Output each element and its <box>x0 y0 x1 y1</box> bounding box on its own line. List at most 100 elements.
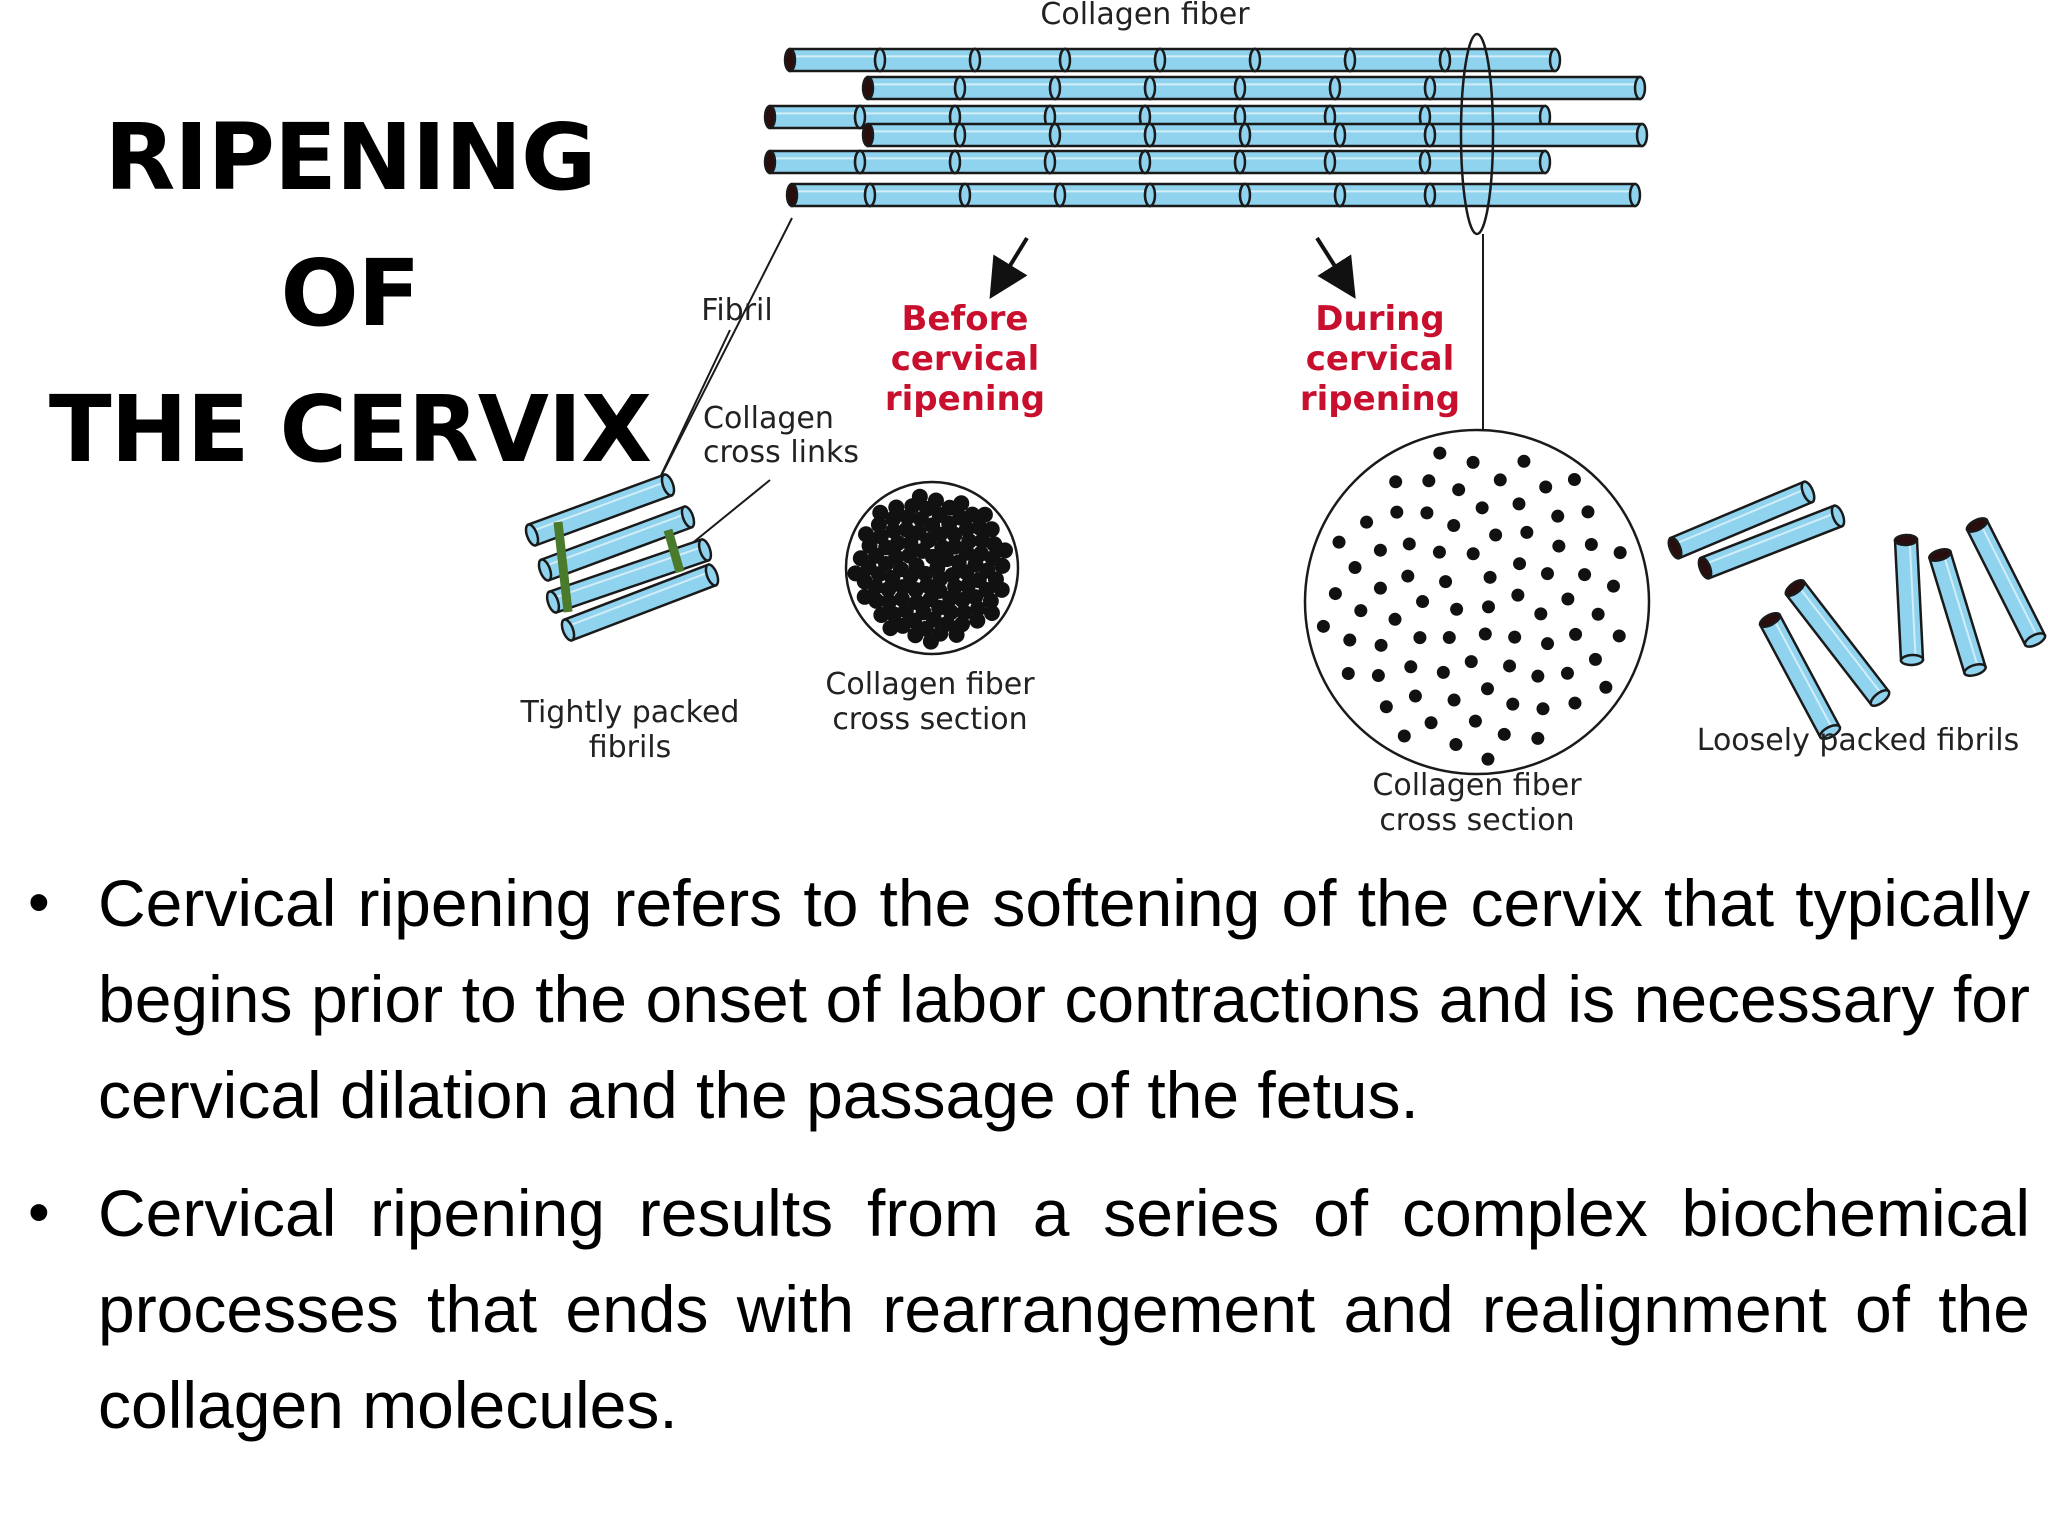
fiber-segment <box>1043 149 1152 175</box>
loose-fibril <box>1893 533 1925 667</box>
tight-fibril <box>524 473 676 547</box>
bullet-item: • Cervical ripening results from a serie… <box>22 1165 2030 1453</box>
fibril-dot <box>1328 587 1342 601</box>
cross-link-leader-line <box>689 479 771 546</box>
fibril-dot <box>1452 483 1466 497</box>
label-tightly-2: fibrils <box>589 730 672 765</box>
fiber-segment <box>1323 104 1432 130</box>
fibril-dot <box>1513 557 1527 571</box>
fibril-dot <box>1432 545 1446 559</box>
cross-section-dense <box>844 480 1020 656</box>
fibril-dot <box>1503 659 1517 673</box>
fibril-dot <box>1512 497 1526 511</box>
loose-fibril <box>1927 548 1988 677</box>
fibril-dot <box>1531 669 1545 683</box>
fibril-dot <box>1388 612 1402 626</box>
bullet-marker: • <box>28 868 50 937</box>
fibril-dot <box>1374 638 1388 652</box>
fiber-segment <box>853 149 962 175</box>
bullet-marker: • <box>28 1178 50 1247</box>
fibril-dot <box>1389 475 1403 489</box>
cross-section-sparse <box>1303 428 1651 776</box>
label-during-3: ripening <box>1300 379 1460 419</box>
label-cross-section-b-2: cross section <box>1379 803 1574 838</box>
fiber-segment <box>1423 182 1642 208</box>
fibril-dot <box>1466 547 1480 561</box>
fibril-dot <box>1343 633 1357 647</box>
fibril-dot <box>910 524 927 541</box>
fibril-dot <box>1397 729 1411 743</box>
slide-title: RIPENING OF THE CERVIX <box>30 90 670 498</box>
fibril-dot <box>1475 501 1489 515</box>
fibril-dot <box>922 633 939 650</box>
fibril-dot <box>969 612 986 629</box>
fiber-segment <box>1343 47 1452 73</box>
fiber-segment <box>1423 75 1647 101</box>
fibril-dot <box>1540 567 1554 581</box>
fibril-dot <box>882 620 899 637</box>
fibril-dot <box>1584 538 1598 552</box>
fibril-dot <box>1578 568 1592 582</box>
fibril-dot <box>895 579 912 596</box>
fibril-dot <box>888 499 905 516</box>
fiber-segment <box>863 182 972 208</box>
fiber-segment <box>953 122 1062 148</box>
fibril-dot <box>1506 697 1520 711</box>
fibril-dot <box>902 535 919 552</box>
fibril-dot <box>994 557 1011 574</box>
fibril-dot <box>907 627 924 644</box>
fibril-dot <box>953 495 970 512</box>
fibril-dot <box>1613 546 1627 560</box>
fibril-dot <box>976 506 993 523</box>
fiber-segment <box>1328 75 1437 101</box>
loose-fibril <box>1758 611 1842 741</box>
label-cross-section-a-1: Collagen fiber <box>825 667 1035 702</box>
fibril-dot <box>1433 446 1447 460</box>
label-fibril: Fibril <box>701 293 772 328</box>
fibril-dot <box>1552 539 1566 553</box>
fiber-section-oval <box>1459 32 1495 236</box>
fibril-dot <box>1612 629 1626 643</box>
tight-fibril <box>537 505 696 582</box>
fibril-dot <box>942 590 959 607</box>
fibril-dot <box>1539 480 1553 494</box>
fibril-dot <box>885 606 902 623</box>
label-before-3: ripening <box>885 379 1045 419</box>
loose-fibril <box>1965 517 2047 648</box>
label-cross-links-2: cross links <box>703 435 859 470</box>
fibril-dot <box>1481 682 1495 696</box>
fibril-dot <box>1354 604 1368 618</box>
fibril-dot <box>1316 619 1330 633</box>
fibril-dot <box>971 519 988 536</box>
fibril-dot <box>1551 509 1565 523</box>
fibril-dot <box>1588 652 1602 666</box>
fibril-dot <box>870 516 887 533</box>
label-during-1: During <box>1315 299 1444 339</box>
fibril-dot <box>1332 535 1346 549</box>
fibril-dot <box>974 532 991 549</box>
fibril-dot <box>1534 607 1548 621</box>
fiber-segment <box>1138 149 1247 175</box>
loose-fibril <box>1697 504 1846 580</box>
fiber-segment <box>1238 182 1347 208</box>
fibril-dot <box>1560 666 1574 680</box>
fibril-dot <box>898 521 915 538</box>
fibril-dot <box>1511 588 1525 602</box>
fiber-segment <box>785 182 877 208</box>
fiber-segment <box>873 47 982 73</box>
fibril-dot <box>983 604 1000 621</box>
fibril-dot <box>996 542 1013 559</box>
fibril-dot <box>946 538 963 555</box>
fibril-dot <box>885 522 902 539</box>
fiber-segment <box>1238 122 1347 148</box>
bullet-list: • Cervical ripening refers to the soften… <box>22 855 2030 1475</box>
fiber-segment <box>948 149 1057 175</box>
fibril-dot <box>934 539 951 556</box>
fibril-dot <box>1341 667 1355 681</box>
fiber-segment <box>1058 47 1167 73</box>
fiber-segment <box>1143 75 1247 101</box>
fibril-dot <box>911 488 928 505</box>
fibril-dot <box>1581 505 1595 519</box>
fibril-dot <box>1517 454 1531 468</box>
fibril-dot <box>1436 665 1450 679</box>
